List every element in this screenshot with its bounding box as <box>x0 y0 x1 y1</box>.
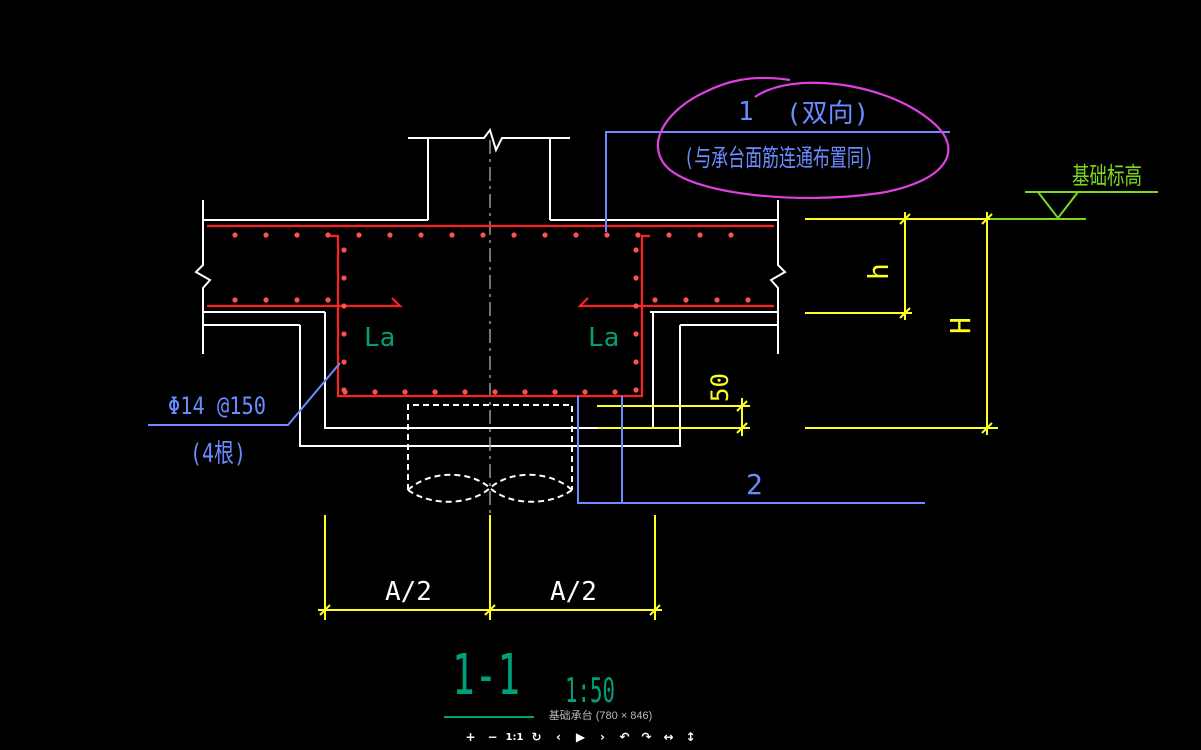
rebar-dot <box>633 331 639 337</box>
rebar-dot <box>356 232 362 238</box>
ground-elevation-symbol <box>990 191 1158 220</box>
play-button[interactable]: ▶ <box>575 730 586 744</box>
reset-button[interactable]: ↻ <box>531 730 542 744</box>
rebar-dot <box>697 232 703 238</box>
dimension-left-half-label: A/2 <box>385 577 432 607</box>
rebar-dot <box>652 297 658 303</box>
callout-leaders <box>148 131 950 504</box>
zoom-in-button[interactable]: + <box>465 730 476 744</box>
rebar-dot <box>522 389 528 395</box>
next-button[interactable]: › <box>600 730 605 744</box>
rebar-dot <box>582 389 588 395</box>
rebar-dot <box>462 389 468 395</box>
dimension-50-label: 50 <box>706 373 734 402</box>
callout-1-note: (与承台面筋连通布置同) <box>684 144 874 172</box>
column-stub <box>408 127 570 220</box>
callout-2-number: 2 <box>746 468 763 501</box>
rebar-dot <box>633 387 639 393</box>
rebar-dot <box>294 232 300 238</box>
rebar-dots <box>232 232 751 395</box>
previous-button[interactable]: ‹ <box>556 730 561 744</box>
rebar-dot <box>325 297 331 303</box>
rebar-count-label: (4根) <box>190 439 246 469</box>
rebar-dot <box>341 247 347 253</box>
flip-horizontal-button[interactable]: ↔ <box>663 730 674 744</box>
rebar-dot <box>341 275 347 281</box>
anchor-label-left: La <box>364 323 395 353</box>
section-underline <box>444 716 534 718</box>
dimension-h-label: h <box>862 263 895 280</box>
rebar-dot <box>683 297 689 303</box>
pile-outline <box>407 404 573 503</box>
rebar-dot <box>341 387 347 393</box>
rebar-dot <box>432 389 438 395</box>
rebar-dot <box>714 297 720 303</box>
dimension-lines <box>318 212 998 620</box>
scale-label: 1:50 <box>565 671 615 705</box>
rebar-dot <box>294 297 300 303</box>
rebar-spec-label: Φ14 @150 <box>168 392 266 420</box>
section-label: 1-1 <box>452 643 520 705</box>
rebar-dot <box>745 297 751 303</box>
annotation-ellipse <box>656 76 950 200</box>
rebar-dot <box>372 389 378 395</box>
rebar-dot <box>232 297 238 303</box>
rebar-dot <box>728 232 734 238</box>
rebar-dot <box>633 275 639 281</box>
rebar-dot <box>552 389 558 395</box>
rebar-dot <box>604 232 610 238</box>
rebar-dot <box>635 232 641 238</box>
anchor-label-right: La <box>588 323 619 353</box>
rebar-dot <box>449 232 455 238</box>
rebar <box>207 224 774 398</box>
dimension-H-label: H <box>944 317 977 334</box>
rebar-dot <box>573 232 579 238</box>
rebar-dot <box>633 359 639 365</box>
rebar-dot <box>232 232 238 238</box>
rebar-dot <box>492 389 498 395</box>
rotate-left-button[interactable]: ↶ <box>619 730 630 744</box>
cad-drawing: 1 (双向) (与承台面筋连通布置同) 基础标高 h H 50 La La Φ1… <box>148 76 1158 705</box>
rebar-dot <box>542 232 548 238</box>
dimension-right-half-label: A/2 <box>550 577 597 607</box>
rebar-dot <box>325 232 331 238</box>
rebar-dot <box>633 247 639 253</box>
rebar-dot <box>418 232 424 238</box>
rebar-dot <box>263 232 269 238</box>
rebar-dot <box>387 232 393 238</box>
callout-1-type: (双向) <box>786 99 869 129</box>
rebar-dot <box>402 389 408 395</box>
callout-1-number: 1 <box>738 97 754 127</box>
rebar-dot <box>633 303 639 309</box>
ground-elevation-label: 基础标高 <box>1072 162 1142 190</box>
rebar-dot <box>341 359 347 365</box>
rebar-dot <box>263 297 269 303</box>
actual-size-button[interactable]: 1:1 <box>505 731 524 743</box>
viewer-toolbar: +−1:1 ↻ ‹ ▶ › ↶ ↷ ↔ ↕ <box>462 728 699 746</box>
rotate-right-button[interactable]: ↷ <box>641 730 652 744</box>
rebar-dot <box>341 303 347 309</box>
zoom-out-button[interactable]: − <box>487 730 498 744</box>
rebar-dot <box>612 389 618 395</box>
image-caption: 基础承台 (780 × 846) <box>548 710 653 722</box>
flip-vertical-button[interactable]: ↕ <box>685 730 696 744</box>
rebar-dot <box>480 232 486 238</box>
rebar-dot <box>511 232 517 238</box>
rebar-dot <box>341 331 347 337</box>
rebar-dot <box>666 232 672 238</box>
